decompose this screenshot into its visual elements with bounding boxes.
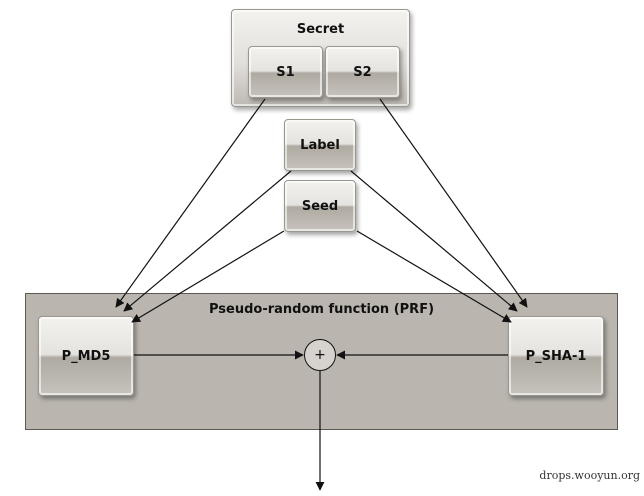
p-sha1-box: P_SHA-1 bbox=[508, 316, 604, 396]
p-md5-box: P_MD5 bbox=[38, 316, 134, 396]
combine-operator: + bbox=[304, 339, 336, 371]
watermark-text: drops.wooyun.org bbox=[539, 469, 640, 482]
arrow-label-to-md5 bbox=[123, 170, 292, 312]
label-box: Label bbox=[284, 119, 356, 171]
arrow-s2-to-sha1 bbox=[379, 98, 528, 308]
prf-title: Pseudo-random function (PRF) bbox=[208, 302, 435, 317]
seed-box: Seed bbox=[284, 180, 356, 232]
arrow-seed-to-sha1 bbox=[356, 230, 512, 323]
secret-box: Secret S1 S2 bbox=[231, 9, 410, 107]
arrow-seed-to-md5 bbox=[131, 230, 285, 323]
arrow-label-to-sha1 bbox=[350, 170, 518, 312]
s1-box: S1 bbox=[248, 46, 323, 98]
arrow-s1-to-md5 bbox=[115, 98, 266, 308]
s2-box: S2 bbox=[325, 46, 400, 98]
secret-title: Secret bbox=[296, 22, 345, 37]
